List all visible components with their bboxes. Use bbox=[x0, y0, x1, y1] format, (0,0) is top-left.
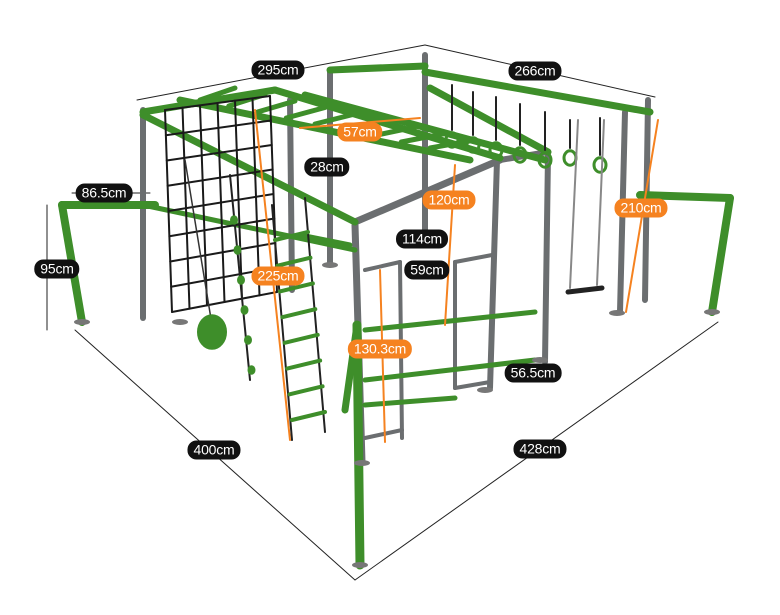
frame-post bbox=[487, 157, 500, 391]
rope-knot bbox=[237, 275, 245, 285]
dimension-label-swing-height: 210cm bbox=[614, 198, 668, 218]
rope-knot bbox=[244, 335, 252, 345]
rope-ladder-rung bbox=[285, 358, 323, 371]
rope-ladder-rung bbox=[290, 410, 327, 422]
monkey-bar-rung bbox=[398, 131, 448, 145]
dimension-label-rung-gap: 28cm bbox=[304, 157, 350, 177]
base-plate bbox=[322, 262, 338, 268]
dimension-label-depth: 400cm bbox=[187, 440, 241, 460]
dimension-label-post-spacing: 56.5cm bbox=[504, 363, 562, 383]
front-post-brace bbox=[341, 321, 361, 414]
rope-knot bbox=[230, 215, 238, 225]
gymnastic-ring bbox=[562, 149, 578, 167]
monkey-bar-rung bbox=[197, 85, 238, 103]
base-plate bbox=[354, 460, 370, 466]
cargo-net-strand bbox=[164, 95, 271, 111]
rope-ladder-rung bbox=[277, 281, 315, 294]
rope-ladder-rung bbox=[280, 307, 318, 320]
lower-bar bbox=[362, 357, 538, 383]
door-frame bbox=[453, 253, 494, 264]
cargo-net-strand bbox=[169, 242, 277, 263]
door-frame bbox=[363, 428, 404, 440]
monkey-bar-rail bbox=[421, 68, 654, 116]
base-plate bbox=[352, 562, 368, 568]
monkey-bar-rung bbox=[312, 111, 358, 127]
right-side-leg bbox=[708, 194, 734, 316]
cargo-net-strand bbox=[166, 168, 274, 187]
lower-bar bbox=[140, 202, 358, 253]
rope-knot bbox=[233, 245, 242, 255]
base-plate bbox=[172, 319, 188, 325]
cargo-net-strand bbox=[164, 119, 272, 137]
cargo-net-strand bbox=[168, 217, 276, 238]
base-plate bbox=[704, 309, 720, 315]
rope-ladder-side bbox=[271, 204, 293, 441]
rope-knot bbox=[247, 365, 256, 375]
dimension-label-length: 428cm bbox=[513, 439, 567, 459]
dimension-label-front-post-height: 130.3cm bbox=[347, 339, 413, 359]
monkey-bar-rail bbox=[271, 86, 504, 162]
rope-ladder-rung bbox=[275, 255, 313, 268]
cargo-net-strand bbox=[171, 291, 278, 313]
monkey-bar-rail bbox=[176, 96, 474, 164]
gymnastic-ring bbox=[465, 136, 481, 154]
monkey-bar-rail bbox=[301, 91, 549, 164]
dimension-label-top-width-right: 266cm bbox=[508, 61, 562, 81]
base-plate bbox=[74, 319, 90, 325]
gymnastic-ring bbox=[444, 131, 460, 149]
base-plate bbox=[609, 310, 625, 316]
monkey-bar-rail bbox=[139, 86, 279, 116]
monkey-bar-rail bbox=[326, 62, 429, 74]
gymnastic-ring bbox=[488, 141, 504, 159]
lower-bar bbox=[362, 395, 458, 408]
dimension-label-total-height: 225cm bbox=[251, 266, 305, 286]
dimension-label-inner-door-width: 59cm bbox=[404, 260, 450, 280]
dimension-label-side-arm-length: 86.5cm bbox=[75, 183, 133, 203]
swing-seat bbox=[565, 285, 605, 295]
rope-ladder-rung bbox=[273, 230, 310, 242]
swing-chain bbox=[596, 119, 605, 286]
dimension-label-monkey-bar-spacing: 57cm bbox=[337, 122, 383, 142]
disc-swing-seat bbox=[197, 314, 227, 350]
rope-ladder-rung bbox=[287, 384, 325, 397]
base-plate bbox=[477, 387, 493, 393]
dimension-label-top-width-left: 295cm bbox=[251, 60, 305, 80]
front-post bbox=[352, 320, 365, 570]
monkey-bar-rung bbox=[255, 98, 298, 115]
monkey-bar-rung bbox=[283, 105, 328, 121]
disc-swing-rope bbox=[184, 159, 213, 326]
swing-chain bbox=[569, 119, 579, 289]
frame-post bbox=[287, 97, 295, 293]
dimension-label-door-width: 114cm bbox=[396, 229, 448, 249]
gymnastic-ring bbox=[512, 146, 528, 164]
right-side-arm bbox=[636, 191, 734, 202]
monkey-bar-rail bbox=[426, 84, 552, 156]
cargo-net-strand bbox=[165, 144, 273, 162]
cargo-net-strand bbox=[167, 193, 275, 212]
dimension-label-inner-height: 120cm bbox=[422, 190, 476, 210]
door-frame bbox=[453, 380, 492, 390]
lower-bar bbox=[362, 309, 538, 333]
rope-ladder-side bbox=[304, 197, 326, 433]
gymnastic-ring bbox=[537, 151, 553, 169]
door-frame bbox=[363, 260, 402, 272]
dimension-label-side-arm-height: 95cm bbox=[34, 259, 80, 279]
frame-post bbox=[542, 152, 551, 365]
base-plate bbox=[532, 357, 548, 363]
gymnastic-ring bbox=[592, 156, 608, 174]
rope-ladder-rung bbox=[282, 332, 320, 345]
rope-knot bbox=[240, 305, 249, 315]
